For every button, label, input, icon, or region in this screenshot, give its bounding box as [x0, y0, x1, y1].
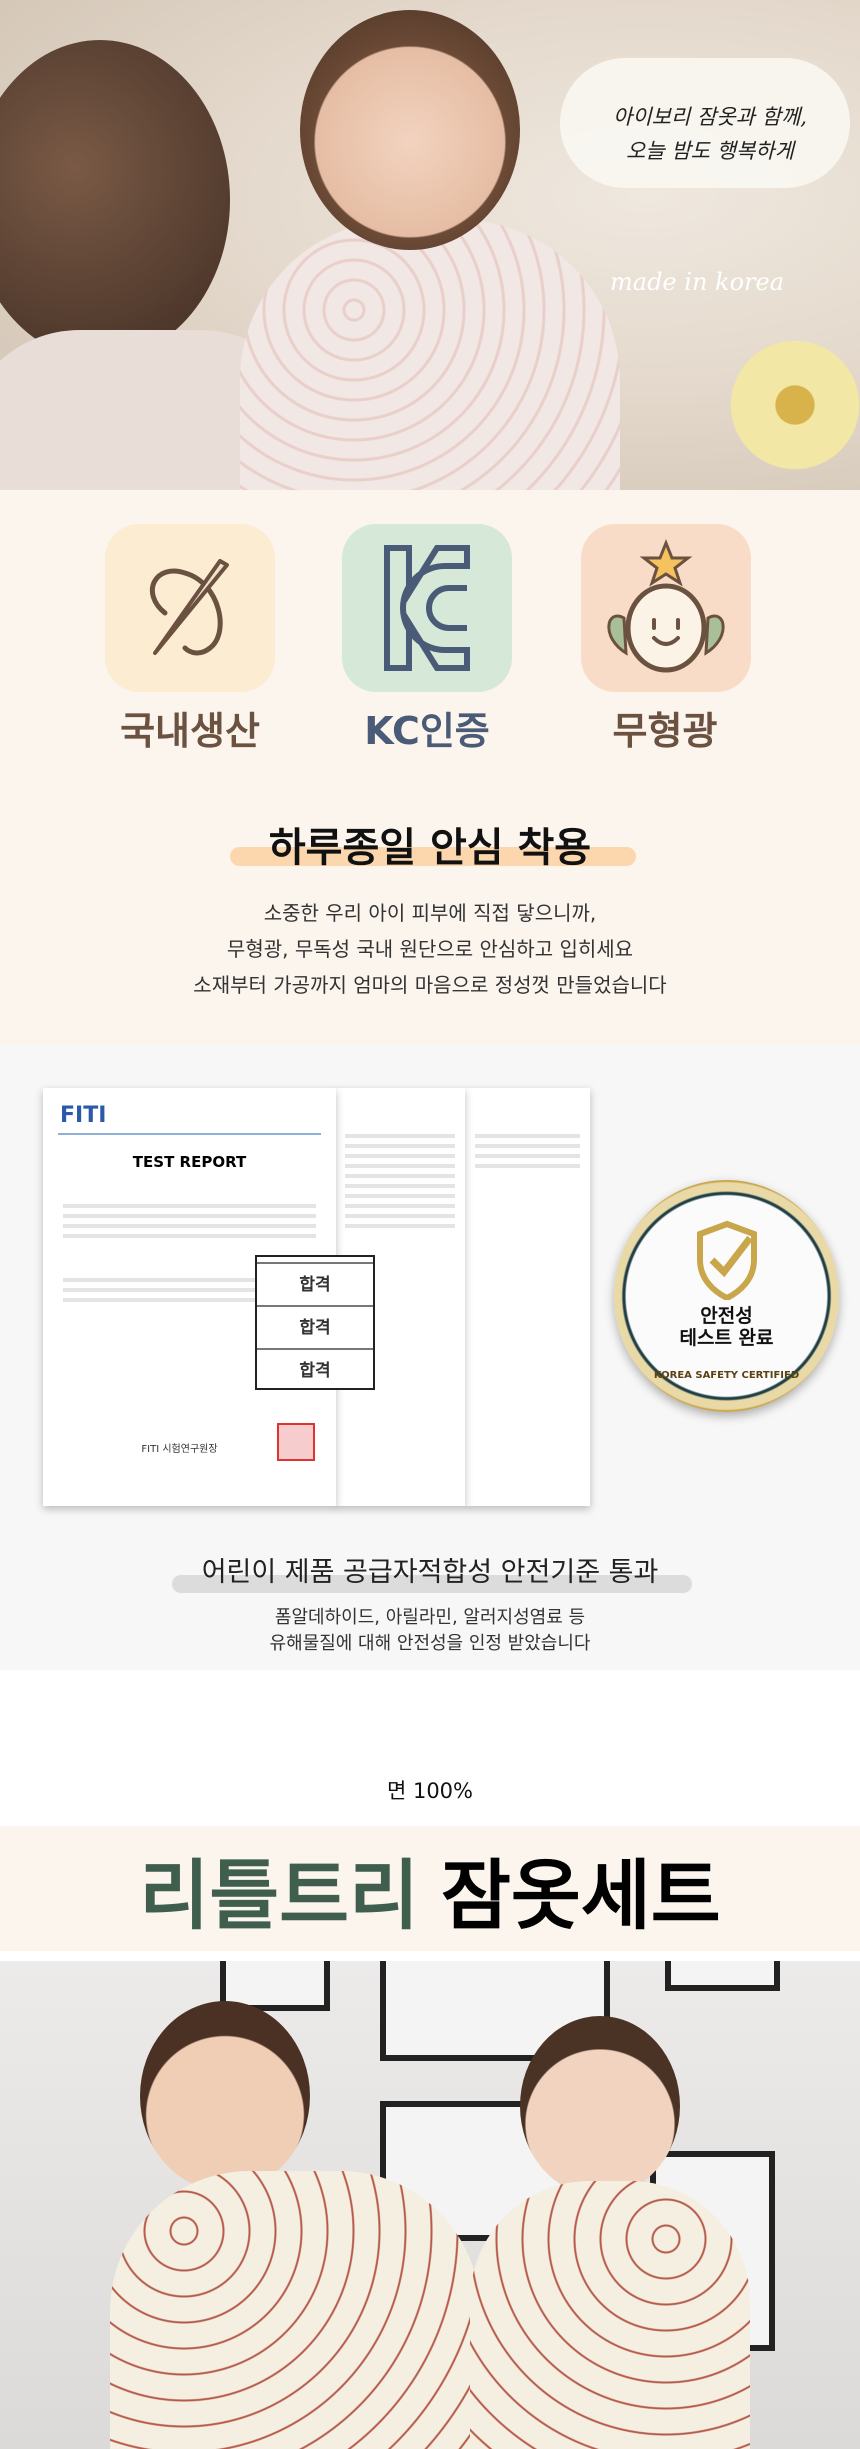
- product-photo: [0, 1961, 860, 2449]
- feature-label: 무형광: [612, 709, 718, 753]
- heading-highlight: [172, 1575, 692, 1593]
- girl-face: [300, 10, 520, 250]
- girl-pajama: [240, 220, 620, 490]
- report-page-2: [335, 1088, 465, 1506]
- bubble-line: 아이보리 잠옷과 함께,: [613, 105, 807, 129]
- results-box: 합격 합격 합격: [255, 1255, 375, 1390]
- boy-pajama: [110, 2171, 480, 2449]
- certificate-description: 폼알데하이드, 아릴라민, 알러지성염료 등 유해물질에 대해 안전성을 인정 …: [0, 1605, 860, 1657]
- material-label: 면 100%: [386, 1779, 474, 1803]
- badge-ring-text: KOREA SAFETY CERTIFIED: [653, 1370, 800, 1381]
- boy-face: [140, 2001, 310, 2191]
- pass-result: 합격: [257, 1262, 373, 1300]
- product-title-section: 면 100% 리틀트리 잠옷세트: [0, 1670, 860, 1961]
- speech-bubble: [560, 58, 850, 188]
- badge-line: 안전성: [700, 1305, 753, 1327]
- certificate-heading: 어린이 제품 공급자적합성 안전기준 통과: [201, 1557, 659, 1588]
- desc-line: 유해물질에 대해 안전성을 인정 받았습니다: [269, 1633, 591, 1654]
- feature-label: 국내생산: [120, 709, 260, 753]
- girl-face: [520, 2016, 680, 2196]
- product-name-green: 리틀트리: [139, 1850, 419, 1940]
- badge-line: 테스트 완료: [679, 1327, 774, 1349]
- heading-highlight: [230, 847, 636, 866]
- girl-pajama: [470, 2181, 750, 2449]
- fiti-logo: FITI: [60, 1103, 107, 1128]
- certificate-section: FITI TEST REPORT FITI 시험연구원장 합격 합격 합격 안전…: [0, 1045, 860, 1670]
- report-title: TEST REPORT: [132, 1153, 247, 1171]
- hero-photo: 아이보리 잠옷과 함께, 오늘 밤도 행복하게 made in korea: [0, 0, 860, 490]
- features-section: 국내생산 KC인증 무형광 하루종일 안심 착용 소중한 우리 아이 피부에 직…: [0, 490, 860, 1045]
- section-heading: 하루종일 안심 착용: [268, 825, 592, 871]
- bubble-line: 오늘 밤도 행복하게: [626, 139, 794, 163]
- daisy-flower: [720, 330, 860, 480]
- product-name-banner: 리틀트리 잠옷세트: [0, 1826, 860, 1951]
- desc-line: 소재부터 가공까지 엄마의 마음으로 정성껏 만들었습니다: [193, 973, 667, 997]
- feature-description: 소중한 우리 아이 피부에 직접 닿으니까, 무형광, 무독성 국내 원단으로 …: [0, 895, 860, 1003]
- kc-mark-icon: [342, 524, 512, 692]
- product-name-black: 잠옷세트: [441, 1850, 721, 1940]
- wall-frame: [665, 1961, 780, 1991]
- pass-result: 합격: [257, 1305, 373, 1343]
- made-in-korea-text: made in korea: [610, 268, 784, 296]
- safety-certified-badge: 안전성 테스트 완료 KOREA SAFETY CERTIFIED: [614, 1180, 839, 1412]
- child-back-head: [0, 40, 230, 360]
- needle-thread-icon: [105, 524, 275, 692]
- smiley-sprout-icon: [581, 524, 751, 692]
- institute-name: FITI 시험연구원장: [141, 1444, 218, 1455]
- seal-stamp: [277, 1423, 315, 1461]
- report-page-3: [465, 1088, 590, 1506]
- pass-result: 합격: [257, 1348, 373, 1386]
- desc-line: 폼알데하이드, 아릴라민, 알러지성염료 등: [274, 1607, 586, 1628]
- desc-line: 소중한 우리 아이 피부에 직접 닿으니까,: [263, 901, 597, 925]
- desc-line: 무형광, 무독성 국내 원단으로 안심하고 입히세요: [226, 937, 634, 961]
- speech-bubble-text: 아이보리 잠옷과 함께, 오늘 밤도 행복하게: [580, 100, 840, 168]
- feature-label: KC인증: [364, 709, 490, 753]
